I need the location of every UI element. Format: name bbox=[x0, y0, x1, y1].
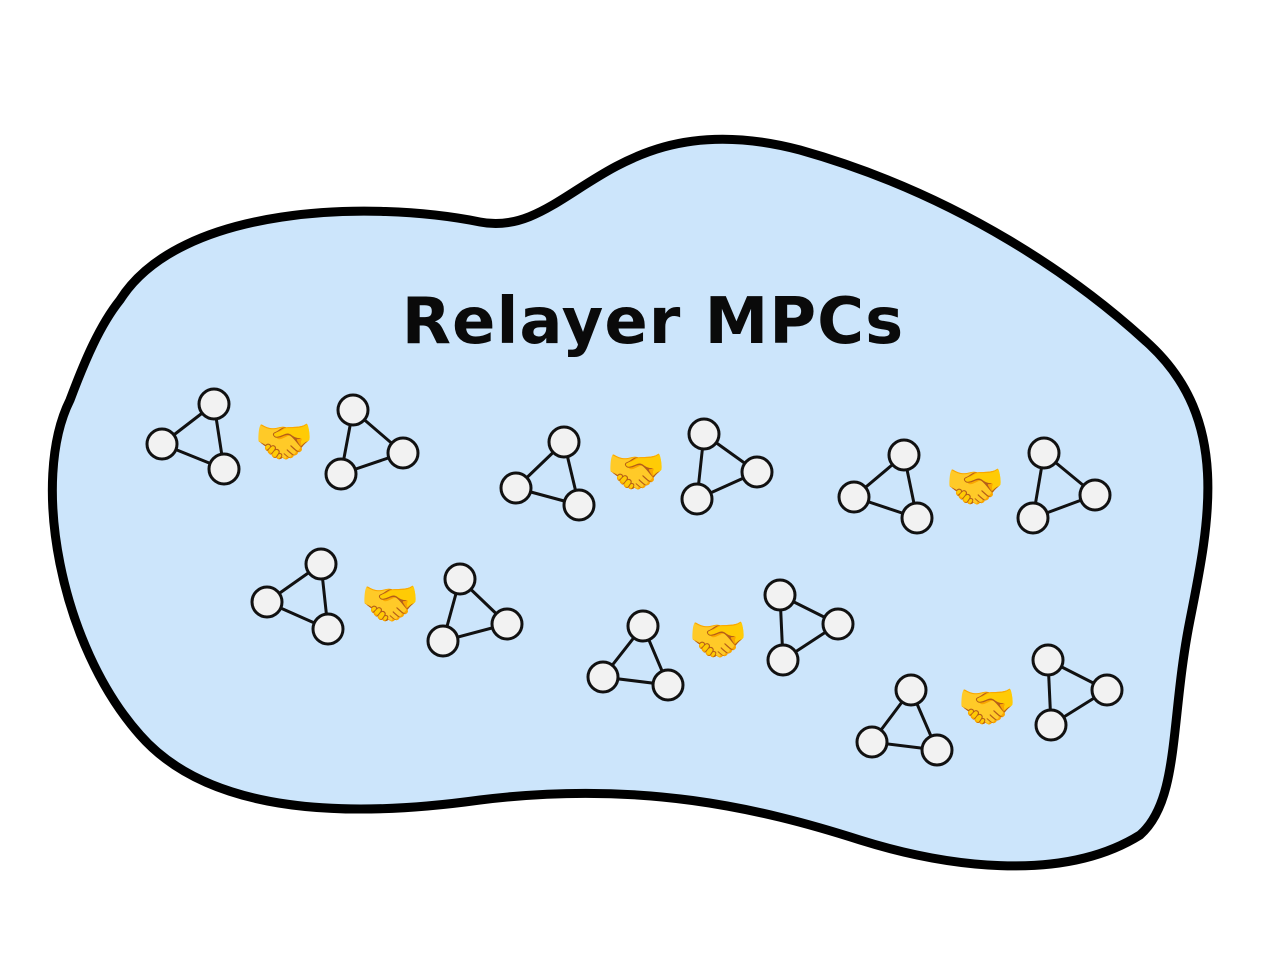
network-node bbox=[740, 455, 774, 489]
network-node bbox=[1078, 478, 1112, 512]
relayer-pair-2: 🤝 bbox=[499, 417, 774, 522]
network-node bbox=[837, 480, 871, 514]
network-node bbox=[426, 624, 460, 658]
network-node bbox=[1031, 643, 1065, 677]
left-network-icon bbox=[250, 547, 345, 646]
network-node bbox=[855, 725, 889, 759]
handshake-icon: 🤝 bbox=[254, 414, 314, 470]
right-network-icon bbox=[1031, 643, 1124, 742]
diagram-title: Relayer MPCs bbox=[401, 285, 905, 359]
handshake-icon: 🤝 bbox=[945, 459, 1005, 515]
network-node bbox=[821, 607, 855, 641]
network-node bbox=[687, 417, 721, 451]
network-node bbox=[651, 668, 685, 702]
network-node bbox=[304, 547, 338, 581]
left-network-icon bbox=[145, 387, 241, 486]
relayer-pair-4: 🤝 bbox=[250, 547, 524, 658]
relayer-pair-1: 🤝 bbox=[145, 387, 420, 491]
network-node bbox=[386, 436, 420, 470]
network-node bbox=[443, 562, 477, 596]
right-network-icon bbox=[324, 393, 420, 491]
handshake-icon: 🤝 bbox=[957, 679, 1017, 735]
left-network-icon bbox=[855, 673, 954, 767]
handshake-icon: 🤝 bbox=[688, 612, 748, 668]
network-node bbox=[1016, 501, 1050, 535]
network-node bbox=[680, 482, 714, 516]
network-node bbox=[547, 425, 581, 459]
network-node bbox=[1027, 436, 1061, 470]
network-node bbox=[626, 609, 660, 643]
network-node bbox=[887, 438, 921, 472]
handshake-icon: 🤝 bbox=[606, 444, 666, 500]
network-node bbox=[250, 585, 284, 619]
right-network-icon bbox=[680, 417, 774, 516]
left-network-icon bbox=[837, 438, 934, 535]
network-node bbox=[490, 607, 524, 641]
relayer-pair-6: 🤝 bbox=[855, 643, 1124, 767]
left-network-icon bbox=[586, 609, 685, 702]
network-node bbox=[324, 457, 358, 491]
right-network-icon bbox=[426, 562, 524, 658]
network-node bbox=[900, 501, 934, 535]
network-node bbox=[499, 471, 533, 505]
network-node bbox=[311, 612, 345, 646]
network-node bbox=[197, 387, 231, 421]
right-network-icon bbox=[763, 578, 855, 677]
network-node bbox=[920, 733, 954, 767]
left-network-icon bbox=[499, 425, 596, 522]
network-node bbox=[766, 643, 800, 677]
groups-layer: 🤝 🤝 🤝 🤝 🤝 🤝 bbox=[145, 387, 1124, 767]
network-node bbox=[1090, 673, 1124, 707]
network-node bbox=[763, 578, 797, 612]
network-node bbox=[562, 488, 596, 522]
handshake-icon: 🤝 bbox=[360, 576, 420, 632]
network-node bbox=[207, 452, 241, 486]
network-node bbox=[145, 427, 179, 461]
network-node bbox=[1034, 708, 1068, 742]
network-node bbox=[894, 673, 928, 707]
relayer-pair-3: 🤝 bbox=[837, 436, 1112, 535]
network-node bbox=[586, 660, 620, 694]
relayer-pair-5: 🤝 bbox=[586, 578, 855, 702]
network-node bbox=[336, 393, 370, 427]
right-network-icon bbox=[1016, 436, 1112, 535]
